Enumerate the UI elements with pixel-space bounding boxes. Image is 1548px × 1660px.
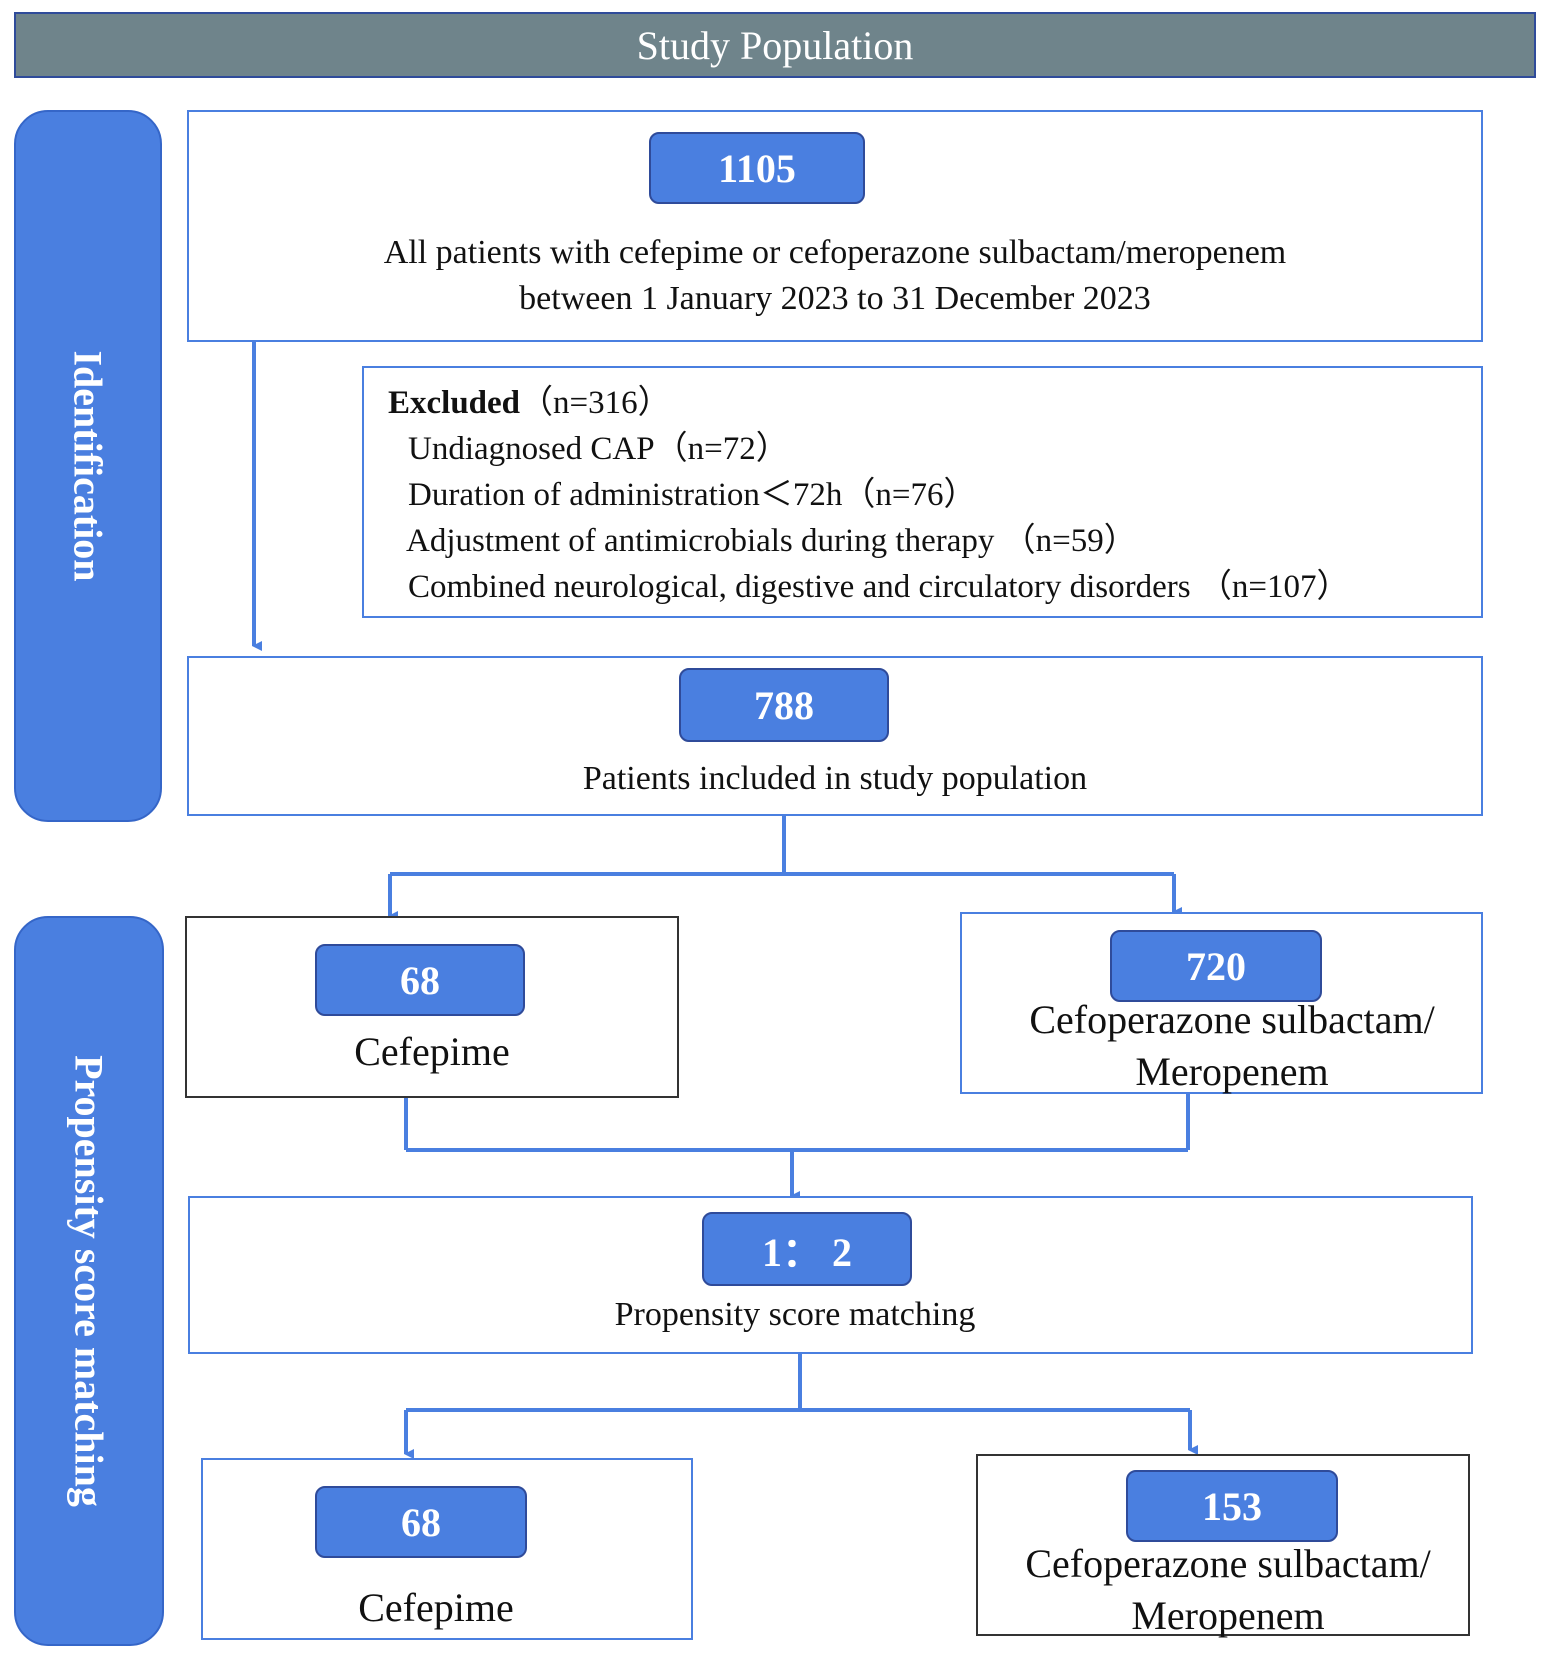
excluded-total: （n=316） <box>520 385 671 421</box>
matching-box: 1： 2 Propensity score matching <box>188 1196 1473 1354</box>
cefepime-postmatch-count: 68 <box>315 1486 527 1558</box>
identification-label-text: Identification <box>65 350 111 582</box>
cefoperazone-prematch-line1: Cefoperazone sulbactam/ <box>1029 997 1435 1042</box>
excluded-item: Adjustment of antimicrobials during ther… <box>406 523 1137 559</box>
cefepime-postmatch-box: 68 Cefepime <box>201 1458 693 1640</box>
excluded-item: Combined neurological, digestive and cir… <box>408 569 1350 605</box>
cefoperazone-prematch-count: 720 <box>1110 930 1322 1002</box>
propensity-stage-label: Propensity score matching <box>14 916 164 1646</box>
connector-split-included <box>390 816 1174 876</box>
all-patients-box: 1105 All patients with cefepime or cefop… <box>187 110 1483 342</box>
cefoperazone-prematch-box: 720 Cefoperazone sulbactam/ Meropenem <box>960 912 1483 1094</box>
excluded-item: Duration of administration＜72h（n=76） <box>408 477 977 513</box>
cefoperazone-prematch-line2: Meropenem <box>1135 1049 1329 1094</box>
matching-description: Propensity score matching <box>614 1296 976 1333</box>
cefoperazone-postmatch-label: Cefoperazone sulbactam/ Meropenem <box>958 1538 1498 1642</box>
excluded-box: Excluded（n=316） Undiagnosed CAP（n=72） Du… <box>362 366 1483 618</box>
cefepime-prematch-box: 68 Cefepime <box>185 916 679 1098</box>
cefepime-prematch-count: 68 <box>315 944 525 1016</box>
included-description: Patients included in study population <box>582 760 1088 797</box>
excluded-item: Undiagnosed CAP（n=72） <box>408 431 789 467</box>
connector-split-matching <box>406 1354 1190 1412</box>
identification-stage-label: Identification <box>14 110 162 822</box>
excluded-title: Excluded <box>388 385 521 421</box>
cefoperazone-postmatch-line2: Meropenem <box>1131 1593 1325 1638</box>
page-title: Study Population <box>14 12 1536 78</box>
cefoperazone-postmatch-count: 153 <box>1126 1470 1338 1542</box>
matching-ratio: 1： 2 <box>702 1212 912 1286</box>
cefepime-postmatch-label: Cefepime <box>358 1585 514 1630</box>
excluded-title-row: Excluded（n=316） <box>388 380 1349 426</box>
propensity-label-text: Propensity score matching <box>66 1055 112 1507</box>
all-patients-count: 1105 <box>649 132 865 204</box>
cefoperazone-prematch-label: Cefoperazone sulbactam/ Meropenem <box>962 994 1502 1098</box>
all-patients-line2: between 1 January 2023 to 31 December 20… <box>519 280 1151 317</box>
connector-merge-prematch <box>404 1094 1190 1152</box>
cefoperazone-postmatch-line1: Cefoperazone sulbactam/ <box>1025 1541 1431 1586</box>
all-patients-description: All patients with cefepime or cefoperazo… <box>189 230 1481 322</box>
cefepime-prematch-label: Cefepime <box>354 1029 510 1074</box>
all-patients-line1: All patients with cefepime or cefoperazo… <box>383 234 1287 271</box>
included-box: 788 Patients included in study populatio… <box>187 656 1483 816</box>
included-count: 788 <box>679 668 889 742</box>
excluded-list: Excluded（n=316） Undiagnosed CAP（n=72） Du… <box>388 380 1349 610</box>
cefoperazone-postmatch-box: 153 Cefoperazone sulbactam/ Meropenem <box>976 1454 1470 1638</box>
